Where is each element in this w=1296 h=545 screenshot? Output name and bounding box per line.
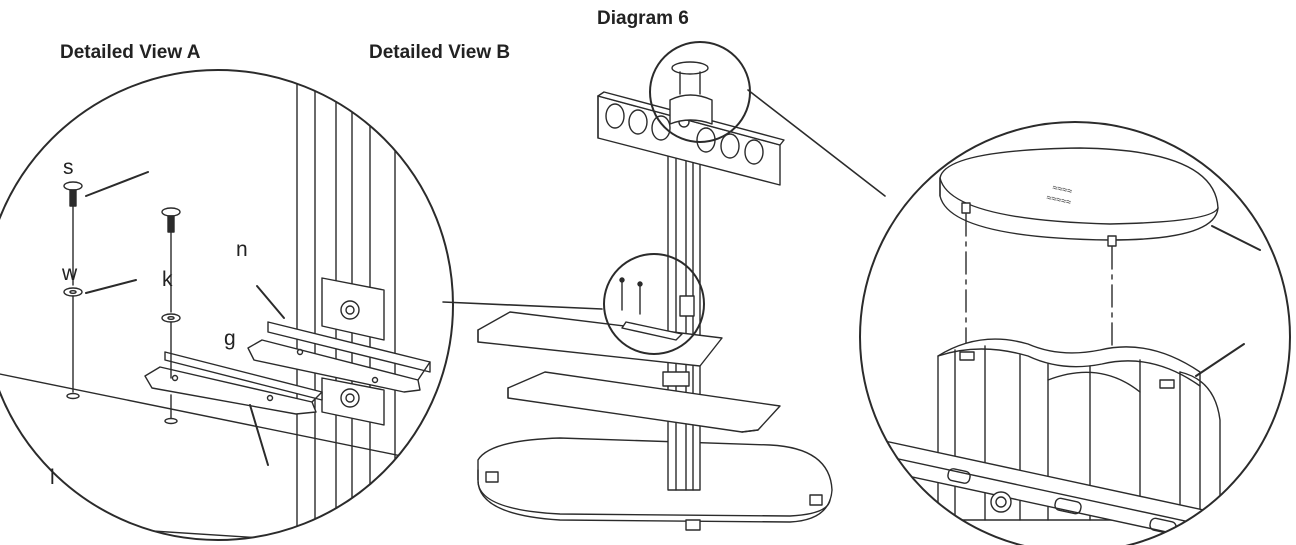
svg-text:≈≈≈≈: ≈≈≈≈ [1052,182,1073,196]
detailed-view-b-title: Detailed View B [369,42,511,63]
part-label-g: g [224,327,236,350]
diagram-title: Diagram 6 [597,8,689,29]
shelf-bracket-g [144,351,323,415]
detailed-view-a-title: Detailed View A [60,42,201,63]
column-bracket-upper [679,295,695,317]
screw-k-assembly [161,207,181,425]
part-label-w: w [62,262,78,285]
lower-glass-shelf [507,371,781,433]
column-bracket-lower [662,371,690,387]
detail-view-a [0,69,454,541]
detail-circle-a [0,69,454,541]
callout-connector-b [747,89,886,197]
tv-stand-main [477,61,833,531]
top-cap-plate: ≈≈≈≈ ≈≈≈≈≈ [939,147,1219,247]
stand-base [477,437,833,531]
callout-circle-a [603,253,705,355]
upper-glass-shelf [477,311,723,367]
stand-column [667,149,701,491]
alignment-guides [965,213,1113,361]
shelf-bracket-n [247,321,431,393]
detail-view-b: ≈≈≈≈ ≈≈≈≈≈ [859,121,1291,545]
base-panel-edge [0,369,453,471]
part-label-n: n [236,238,248,261]
leader-lines-b [1195,225,1261,377]
detail-circle-b [859,121,1291,545]
callout-a-contents [619,277,683,341]
callout-connector-a [442,301,603,310]
part-label-l: l [50,466,55,489]
part-label-s: s [63,156,74,179]
leader-lines-a [85,171,285,466]
screw-s-assembly [63,181,83,400]
bracket-plate [321,277,385,426]
part-label-k: k [162,268,173,291]
column-top-cap [669,61,713,125]
